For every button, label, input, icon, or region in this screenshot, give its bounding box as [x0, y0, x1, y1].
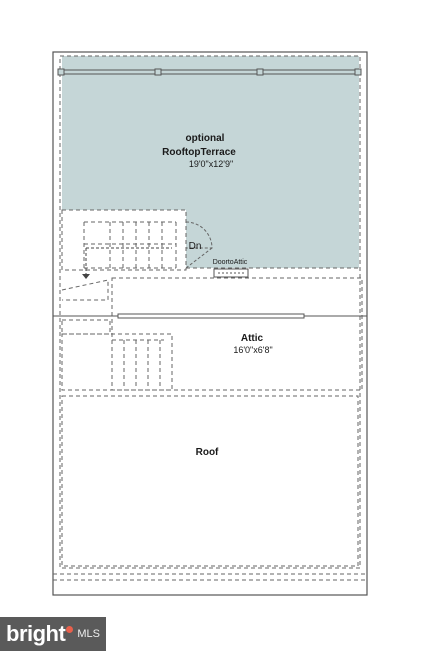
terrace-label-optional: optional [186, 133, 225, 144]
attic-dimensions: 16'0"x6'8" [233, 345, 272, 355]
watermark-suffix: MLS [77, 627, 100, 640]
stair-down-arrow [82, 247, 172, 279]
upper-stairs [61, 209, 187, 271]
terrace-railing [57, 68, 362, 76]
bright-mls-watermark: bright MLS [0, 617, 106, 651]
inner-dashed-perimeter [59, 55, 361, 569]
door-swing-arc [185, 221, 213, 249]
roof-label: Roof [196, 447, 219, 458]
terrace-dimensions: 19'0"x12'9" [189, 159, 233, 169]
terrace-label-name: RooftopTerrace [162, 147, 236, 158]
watermark-dot-icon [66, 625, 74, 633]
middle-stairs [61, 279, 173, 391]
door-to-attic-symbol [213, 268, 249, 278]
door-leaf [185, 247, 213, 269]
door-to-attic-label: DoortoAttic [213, 259, 248, 266]
attic-divider [53, 313, 367, 319]
roof-area [53, 395, 367, 581]
attic-label: Attic [241, 333, 264, 344]
stair-direction-label: Dn [189, 241, 202, 252]
watermark-brand: bright [6, 621, 66, 646]
outer-wall [52, 51, 368, 596]
rooftop-terrace-area [62, 56, 359, 268]
